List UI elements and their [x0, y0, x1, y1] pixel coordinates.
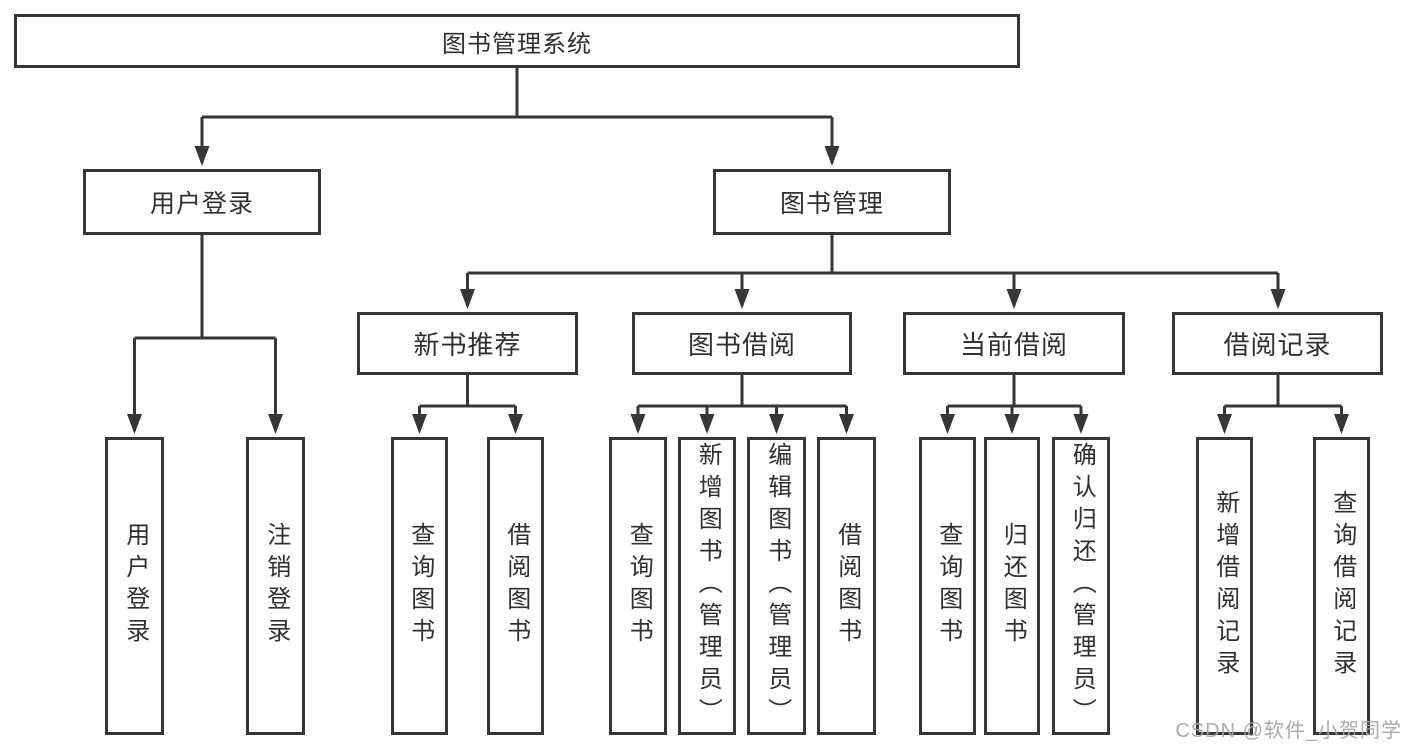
node-book-borrow: 图书借阅 — [632, 312, 852, 375]
leaf-bb-borrow-books-label: 借阅图书 — [833, 522, 861, 650]
leaf-bb-query-books-label: 查询图书 — [625, 522, 653, 650]
leaf-cb-query-books: 查询图书 — [919, 437, 976, 735]
leaf-user-login: 用户登录 — [105, 437, 164, 735]
leaf-br-add-record: 新增借阅记录 — [1196, 437, 1253, 735]
leaf-nb-borrow-books-label: 借阅图书 — [502, 522, 530, 650]
csdn-watermark: CSDN @软件_小贺同学 — [1175, 720, 1402, 742]
leaf-cb-return-books-label: 归还图书 — [999, 522, 1027, 650]
node-user-login: 用户登录 — [83, 169, 321, 235]
leaf-bb-query-books: 查询图书 — [609, 437, 667, 735]
leaf-bb-add-books: 新增图书（管理员） — [678, 437, 736, 735]
node-new-book-recommend: 新书推荐 — [357, 312, 578, 375]
node-book-borrow-label: 图书借阅 — [687, 330, 796, 360]
leaf-nb-query-books: 查询图书 — [391, 437, 448, 735]
leaf-nb-query-books-label: 查询图书 — [406, 522, 434, 650]
leaf-logout: 注销登录 — [246, 437, 305, 735]
leaf-br-query-record-label: 查询借阅记录 — [1328, 490, 1356, 682]
leaf-cb-return-books: 归还图书 — [984, 437, 1040, 735]
leaf-cb-confirm-return: 确认归还（管理员） — [1052, 437, 1110, 735]
node-borrow-records: 借阅记录 — [1172, 312, 1383, 375]
leaf-logout-label: 注销登录 — [262, 522, 290, 650]
leaf-nb-borrow-books: 借阅图书 — [487, 437, 544, 735]
leaf-cb-query-books-label: 查询图书 — [934, 522, 962, 650]
leaf-bb-borrow-books: 借阅图书 — [817, 437, 876, 735]
leaf-br-query-record: 查询借阅记录 — [1313, 437, 1370, 735]
node-current-borrow-label: 当前借阅 — [959, 330, 1068, 360]
leaf-bb-edit-books: 编辑图书（管理员） — [747, 437, 806, 735]
node-root: 图书管理系统 — [14, 14, 1020, 68]
node-book-management: 图书管理 — [713, 169, 951, 235]
node-user-login-label: 用户登录 — [149, 190, 254, 218]
leaf-br-add-record-label: 新增借阅记录 — [1211, 490, 1239, 682]
node-current-borrow: 当前借阅 — [903, 312, 1125, 375]
node-book-management-label: 图书管理 — [779, 190, 884, 218]
leaf-bb-edit-books-label: 编辑图书（管理员） — [763, 442, 791, 730]
leaf-cb-confirm-return-label: 确认归还（管理员） — [1068, 442, 1096, 730]
node-new-book-recommend-label: 新书推荐 — [413, 330, 522, 360]
leaf-bb-add-books-label: 新增图书（管理员） — [694, 442, 722, 730]
node-root-label: 图书管理系统 — [442, 30, 592, 58]
leaf-user-login-label: 用户登录 — [121, 522, 149, 650]
node-borrow-records-label: 借阅记录 — [1223, 330, 1332, 360]
